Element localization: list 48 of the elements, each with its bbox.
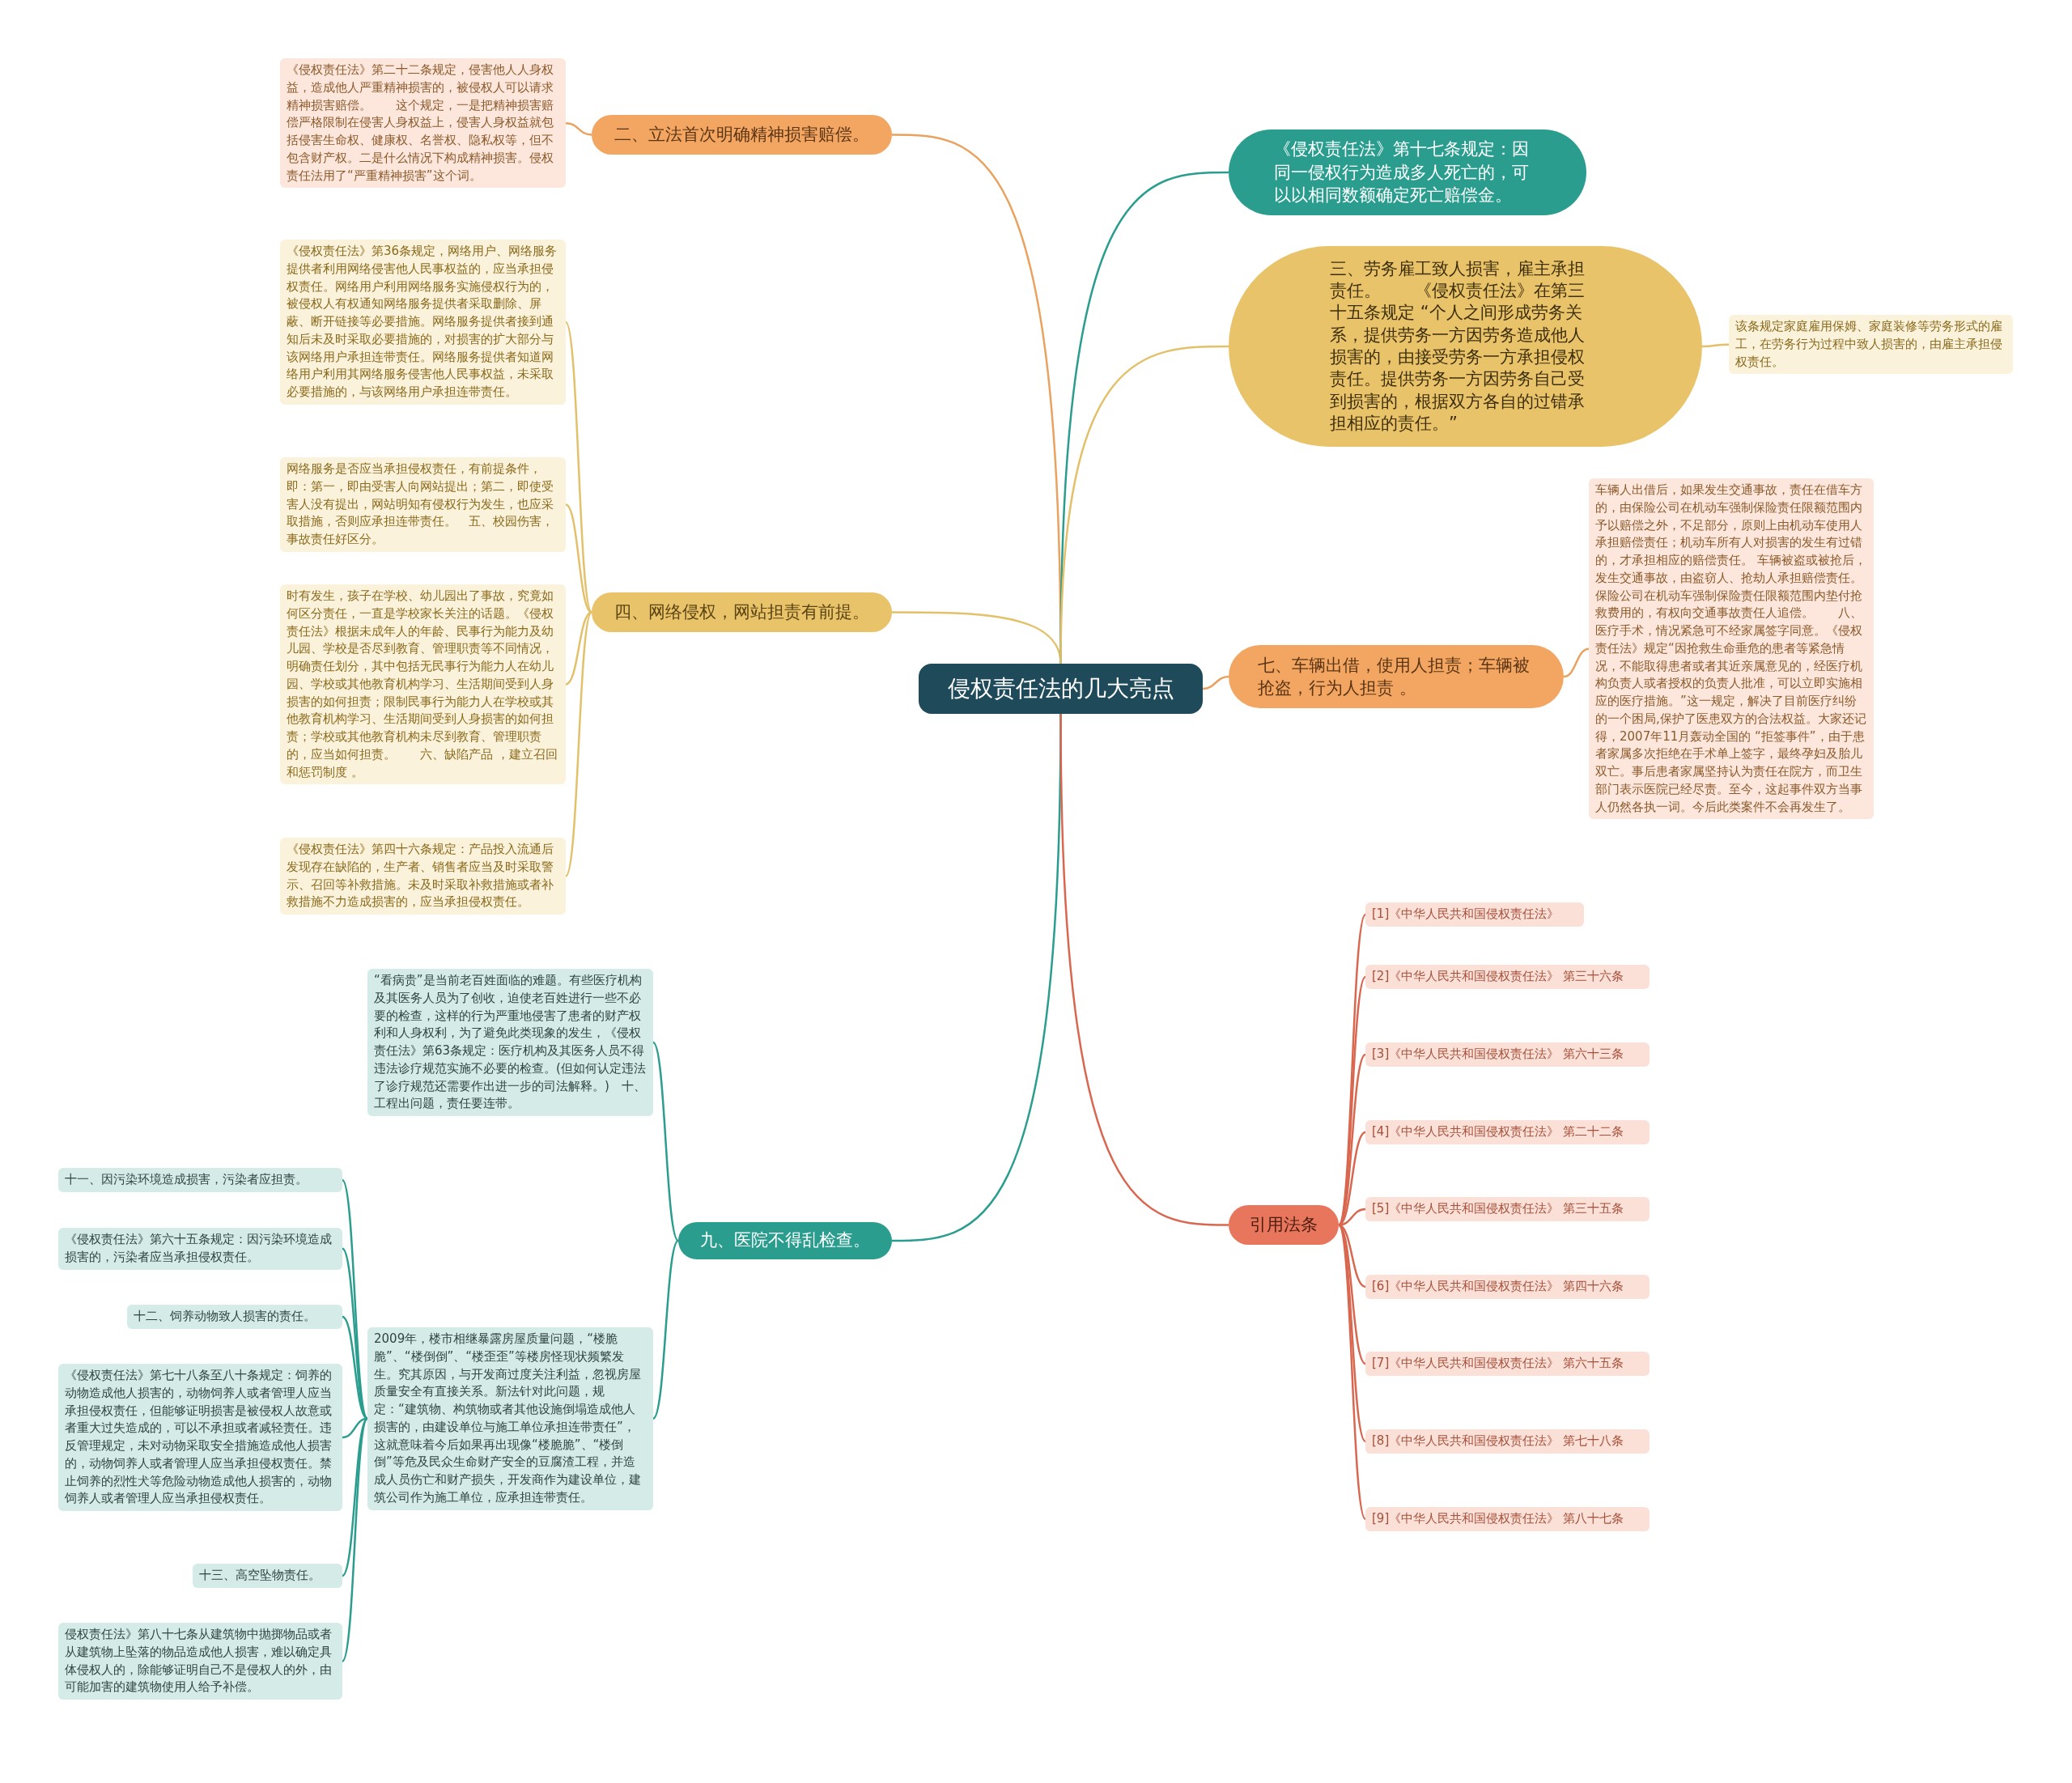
connector-line (652, 1240, 679, 1420)
central-topic: 侵权责任法的几大亮点 (919, 664, 1203, 714)
connector-line (341, 1418, 369, 1662)
reference-card: [9]《中华人民共和国侵权责任法》 第八十七条 (1365, 1507, 1650, 1531)
note-card: 侵权责任法》第八十七条从建筑物中抛掷物品或者从建筑物上坠落的物品造成他人损害，难以确定具体侵权人的，除能够证明自己不是侵权人的外，由可能加害的建筑物使用人给予补偿。 (58, 1623, 342, 1700)
note-card: “看病贵”是当前老百姓面临的难题。有些医疗机构及其医务人员为了创收，迫使老百姓进行一些不必要的检查，这样的行为严重地侵害了患者的财产权利和人身权利，为了避免此类现象的发生，《侵权责任法》第63条规定：医疗机构及其医务人员不得违法诊疗规范实施不必要的检查。(但如何认定违法了诊疗规范还需要作出进一步的司法解释。) 十、工程出问题，责任要连带。 (367, 969, 653, 1116)
note-card: 时有发生，孩子在学校、幼儿园出了事故，究竟如何区分责任，一直是学校家长关注的话题。《侵权责任法》根据未成年人的年龄、民事行为能力及幼儿园、学校是否尽到教育、管理职责等不同情况，明确责任划分，其中包括无民事行为能力人在幼儿园、学校或其他教育机构学习、生活期间受到人身损害的如何担责；限制民事行为能力人在学校或其他教育机构学习、生活期间受到人身损害的如何担责；学校或其他教育机构未尽到教育、管理职责的，应当如何担责。 六、缺陷产品 ，建立召回和惩罚制度 。 (280, 584, 566, 785)
reference-card: [6]《中华人民共和国侵权责任法》 第四十六条 (1365, 1275, 1650, 1299)
note-card: 《侵权责任法》第36条规定，网络用户、网络服务提供者利用网络侵害他人民事权益的，应当承担侵权责任。网络用户利用网络服务实施侵权行为的，被侵权人有权通知网络服务提供者采取删除、屏蔽、断开链接等必要措施。网络服务提供者接到通知后未及时采取必要措施的，对损害的扩大部分与该网络用户承担连带责任。网络服务提供者知道网络用户利用其网络服务侵害他人民事权益，未采取必要措施的，与该网络用户承担连带责任。 (280, 240, 566, 405)
connector-line (652, 1042, 679, 1242)
branch-topic: 《侵权责任法》第十七条规定：因同一侵权行为造成多人死亡的，可以以相同数额确定死亡赔偿金。 (1229, 129, 1586, 215)
connector-line (342, 1417, 368, 1577)
reference-card: [4]《中华人民共和国侵权责任法》 第二十二条 (1365, 1120, 1650, 1144)
connector-line (1563, 647, 1590, 678)
branch-topic: 二、立法首次明确精神损害赔偿。 (592, 115, 892, 155)
connector-line (1059, 345, 1229, 664)
branch-topic: 引用法条 (1229, 1205, 1339, 1245)
note-card: 《侵权责任法》第七十八条至八十条规定：饲养的动物造成他人损害的，动物饲养人或者管理人应当承担侵权责任，但能够证明损害是被侵权人故意或者重大过失造成的，可以不承担或者减轻责任。违反管理规定，未对动物采取安全措施造成他人损害的，动物饲养人或者管理人应当承担侵权责任。禁止饲养的烈性犬等危险动物造成他人损害的，动物饲养人或者管理人应当承担侵权责任。 (58, 1364, 342, 1511)
reference-card: [3]《中华人民共和国侵权责任法》 第六十三条 (1365, 1042, 1650, 1067)
branch-topic: 七、车辆出借，使用人担责；车辆被抢盗，行为人担责 。 (1229, 645, 1564, 708)
note-card: 车辆人出借后，如果发生交通事故，责任在借车方的，由保险公司在机动车强制保险责任限额范围内予以赔偿之外，不足部分，原则上由机动车使用人承担赔偿责任；机动车所有人对损害的发生有过错的，才承担相应的赔偿责任。 车辆被盗或被抢后，发生交通事故，由盗窃人、抢劫人承担赔偿责任。保险公司在机动车强制保险责任限额范围内垫付抢救费用的，有权向交通事故责任人追偿。 八、医疗手术，情况紧急可不经家属签字同意。《侵权责任法》规定“因抢救生命垂危的患者等紧急情况，不能取得患者或者其近亲属意见的，经医疗机构负责人或者授权的负责人批准，可以立即实施相应的医疗措施。”这一规定，解决了目前医疗纠纷的一个困局,保护了医患双方的合法权益。大家还记得，2007年11月轰动全国的 “拒签事件”，由于患者家属多次拒绝在手术单上签字，最终孕妇及胎儿双亡。事后患者家属坚持认为责任在院方，而卫生部门表示医院已经尽责。至今，这起事件双方当事人仍然各执一词。今后此类案件不会再发生了。 (1589, 478, 1874, 820)
reference-card: [2]《中华人民共和国侵权责任法》 第三十六条 (1365, 965, 1650, 989)
note-card: 《侵权责任法》第二十二条规定，侵害他人人身权益，造成他人严重精神损害的，被侵权人可以请求精神损害赔偿。 这个规定，一是把精神损害赔偿严格限制在侵害人身权益上，侵害人身权益就包括侵害生命权、健康权、名誉权、隐私权等，但不包含财产权。二是什么情况下构成精神损害。侵权责任法用了“严重精神损害”这个词。 (280, 58, 566, 189)
note-card: 网络服务是否应当承担侵权责任，有前提条件，即：第一，即由受害人向网站提出；第二，即使受害人没有提出，网站明知有侵权行为发生，也应采取措施，否则应承担连带责任。 五、校园伤害，事故责任好区分。 (280, 457, 566, 552)
connector-line (1202, 675, 1229, 690)
reference-card: [8]《中华人民共和国侵权责任法》 第七十八条 (1365, 1429, 1650, 1454)
note-card: 《侵权责任法》第六十五条规定：因污染环境造成损害的，污染者应当承担侵权责任。 (58, 1228, 342, 1270)
connector-line (1059, 714, 1229, 1226)
connector-line (342, 1417, 368, 1439)
note-card: 《侵权责任法》第四十六条规定：产品投入流通后发现存在缺陷的，生产者、销售者应当及时采取警示、召回等补救措施。未及时采取补救措施或者补救措施不力造成损害的，应当承担侵权责任。 (280, 838, 566, 915)
branch-topic: 九、医院不得乱检查。 (678, 1222, 892, 1259)
branch-topic: 三、劳务雇工致人损害，雇主承担责任。 《侵权责任法》在第三十五条规定 “个人之间形成劳务关系，提供劳务一方因劳务造成他人损害的，由接受劳务一方承担侵权责任。提供劳务一方因劳务自己受到损害的，根据双方各自的过错承担相应的责任。” (1229, 246, 1702, 447)
note-card: 十三、高空坠物责任。 (193, 1564, 342, 1588)
note-card: 十二、饲养动物致人损害的责任。 (127, 1305, 342, 1329)
reference-card: [1]《中华人民共和国侵权责任法》 (1365, 902, 1584, 927)
connector-line (1702, 343, 1729, 348)
connector-line (564, 321, 593, 613)
reference-card: [5]《中华人民共和国侵权责任法》 第三十五条 (1365, 1197, 1650, 1221)
note-card: 该条规定家庭雇用保姆、家庭装修等劳务形式的雇工，在劳务行为过程中致人损害的，由雇主承担侵权责任。 (1729, 315, 2013, 375)
connector-line (565, 503, 592, 613)
reference-card: [7]《中华人民共和国侵权责任法》 第六十五条 (1365, 1352, 1650, 1376)
connector-line (565, 121, 592, 136)
note-card: 2009年，楼市相继暴露房屋质量问题，“楼脆脆”、“楼倒倒”、“楼歪歪”等楼房怪现状频繁发生。究其原因，与开发商过度关注利益，忽视房屋质量安全有直接关系。新法针对此问题，规定：“建筑物、构筑物或者其他设施倒塌造成他人损害的，由建设单位与施工单位承担连带责任”，这就意味着今后如果再出现像“楼脆脆”、“楼倒倒”等危及民众生命财产安全的豆腐渣工程，并造成人员伤亡和财产损失，开发商作为建设单位，建筑公司作为施工单位，应承担连带责任。 (367, 1327, 653, 1510)
branch-topic: 四、网络侵权，网站担责有前提。 (592, 592, 892, 632)
note-card: 十一、因污染环境造成损害，污染者应担责。 (58, 1168, 342, 1192)
connector-line (564, 611, 593, 877)
connector-line (565, 611, 592, 686)
connector-line (342, 1247, 368, 1420)
